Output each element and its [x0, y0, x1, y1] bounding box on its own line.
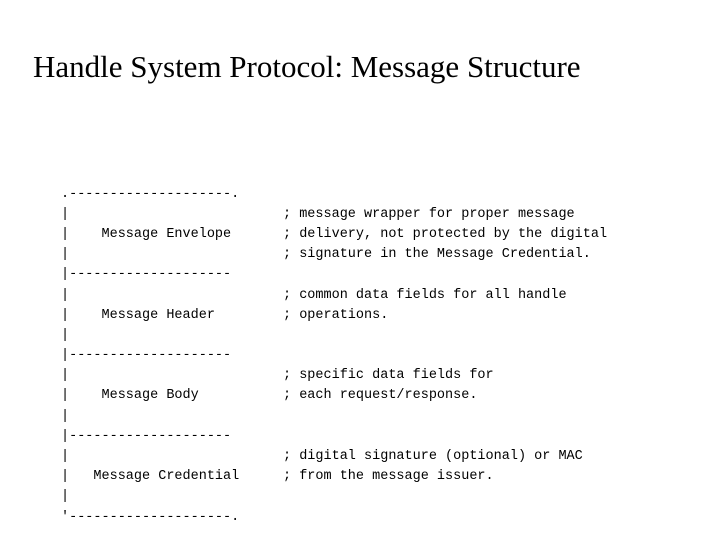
- diagram-comment-text: ; operations.: [283, 307, 389, 323]
- diagram-row: |--------------------: [61, 265, 607, 285]
- diagram-box-text: | Message Header: [61, 307, 215, 323]
- diagram-box-text: |: [61, 206, 70, 222]
- diagram-comment-text: ; common data fields for all handle: [283, 287, 567, 303]
- diagram-box-text: |: [61, 247, 70, 263]
- diagram-row: | Message Header ; operations.: [61, 306, 607, 326]
- diagram-box-text: |: [61, 327, 70, 343]
- diagram-comment-text: ; digital signature (optional) or MAC: [283, 449, 583, 465]
- diagram-row: .--------------------.: [61, 185, 607, 205]
- diagram-row: |: [61, 487, 607, 507]
- diagram-row: | Message Envelope ; delivery, not protec…: [61, 225, 607, 245]
- diagram-row: | ; specific data fields for: [61, 366, 607, 386]
- diagram-comment-text: ; signature in the Message Credential.: [283, 247, 591, 263]
- diagram-box-text: | Message Body: [61, 388, 199, 404]
- diagram-comment-text: ; each request/response.: [283, 388, 478, 404]
- diagram-row: | Message Body ; each request/response.: [61, 386, 607, 406]
- diagram-comment-text: ; specific data fields for: [283, 368, 494, 384]
- diagram-row: |: [61, 326, 607, 346]
- ascii-message-structure-diagram: .--------------------. | ; message wrapper…: [61, 124, 607, 528]
- diagram-row: | ; signature in the Message Credential.: [61, 245, 607, 265]
- diagram-box-text: |: [61, 489, 70, 505]
- diagram-box-text: .--------------------.: [61, 186, 240, 202]
- page-title: Handle System Protocol: Message Structur…: [33, 49, 581, 84]
- diagram-row: '--------------------.: [61, 508, 607, 528]
- diagram-row: |--------------------: [61, 427, 607, 447]
- diagram-box-text: |--------------------: [61, 348, 232, 364]
- diagram-row: | ; digital signature (optional) or MAC: [61, 447, 607, 467]
- diagram-row: |: [61, 407, 607, 427]
- diagram-box-text: | Message Envelope: [61, 226, 232, 242]
- diagram-comment-text: ; message wrapper for proper message: [283, 206, 575, 222]
- diagram-box-text: |: [61, 287, 70, 303]
- diagram-box-text: | Message Credential: [61, 469, 240, 485]
- diagram-row: | Message Credential ; from the message i…: [61, 467, 607, 487]
- diagram-box-text: |--------------------: [61, 267, 232, 283]
- diagram-row: | ; message wrapper for proper message: [61, 205, 607, 225]
- diagram-comment-text: ; from the message issuer.: [283, 469, 494, 485]
- diagram-row: |--------------------: [61, 346, 607, 366]
- diagram-box-text: |--------------------: [61, 428, 232, 444]
- diagram-box-text: |: [61, 449, 70, 465]
- diagram-box-text: |: [61, 408, 70, 424]
- diagram-comment-text: ; delivery, not protected by the digital: [283, 226, 608, 242]
- diagram-box-text: '--------------------.: [61, 509, 240, 525]
- diagram-row: | ; common data fields for all handle: [61, 286, 607, 306]
- diagram-box-text: |: [61, 368, 70, 384]
